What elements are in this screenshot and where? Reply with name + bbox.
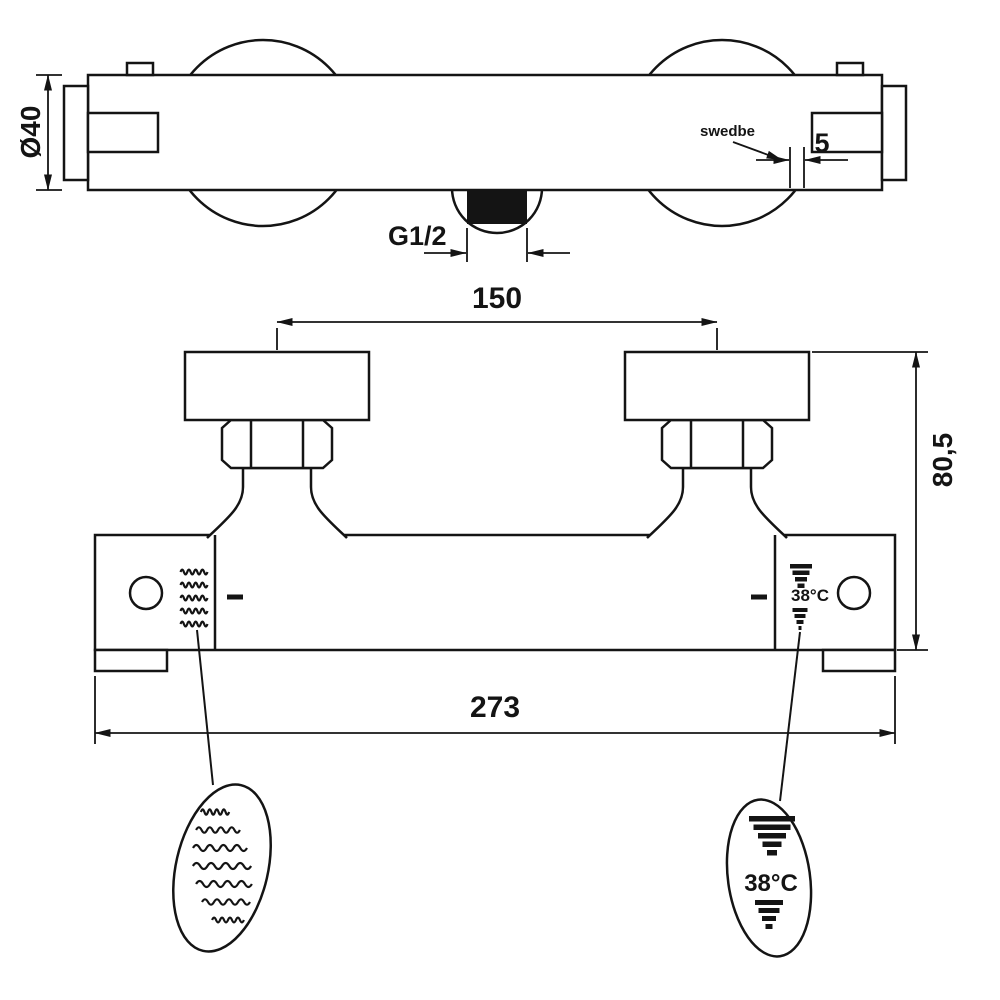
brand-label: swedbe <box>700 123 755 140</box>
callout-hot-leader <box>196 629 214 786</box>
width-label: 273 <box>470 691 520 724</box>
callout-temp <box>725 631 813 958</box>
diameter-label: Ø40 <box>15 106 46 159</box>
right-top-screw <box>835 61 865 77</box>
right-foot <box>821 648 897 673</box>
depth-label: 80,5 <box>927 433 958 488</box>
dim-diameter <box>36 74 62 191</box>
dim-depth <box>812 351 928 651</box>
thread-label: G1/2 <box>388 221 447 251</box>
callout-hot-balloon <box>172 783 272 953</box>
temp-scale-icon <box>790 564 812 630</box>
left-knob <box>128 575 164 611</box>
callout-temp-leader <box>779 631 801 802</box>
right-inlet-flare <box>646 466 788 539</box>
left-handle-lever <box>86 111 160 154</box>
dim-hole-spacing <box>276 318 718 350</box>
dim-thread <box>424 228 570 262</box>
hole-spacing-label: 150 <box>472 282 522 315</box>
outlet-thread <box>467 191 527 224</box>
top-view <box>62 38 908 235</box>
left-top-screw <box>125 61 155 77</box>
dim-width <box>94 676 896 744</box>
mixer-body-front <box>93 533 897 652</box>
left-end-cap <box>62 84 90 182</box>
callout-hot <box>172 629 272 953</box>
temp-stop-label: 38°C <box>791 586 829 605</box>
front-view <box>93 350 897 673</box>
callout-temp-balloon <box>725 798 813 958</box>
right-knob <box>836 575 872 611</box>
logo-offset-label: 5 <box>814 128 829 158</box>
right-end-cap <box>880 84 908 182</box>
left-escutcheon <box>183 350 371 422</box>
mixer-body-top <box>86 73 884 192</box>
left-inlet-nut <box>220 418 334 470</box>
right-handle-lever <box>810 111 884 154</box>
brand-leader-arrow <box>732 141 783 161</box>
left-inlet-flare <box>206 466 348 539</box>
right-escutcheon <box>623 350 811 422</box>
temp-scale-icon-large <box>749 816 795 929</box>
right-inlet-nut <box>660 418 774 470</box>
dim-logo-offset <box>732 141 848 188</box>
callout-temp-label: 38°C <box>744 870 798 897</box>
left-foot <box>93 648 169 673</box>
